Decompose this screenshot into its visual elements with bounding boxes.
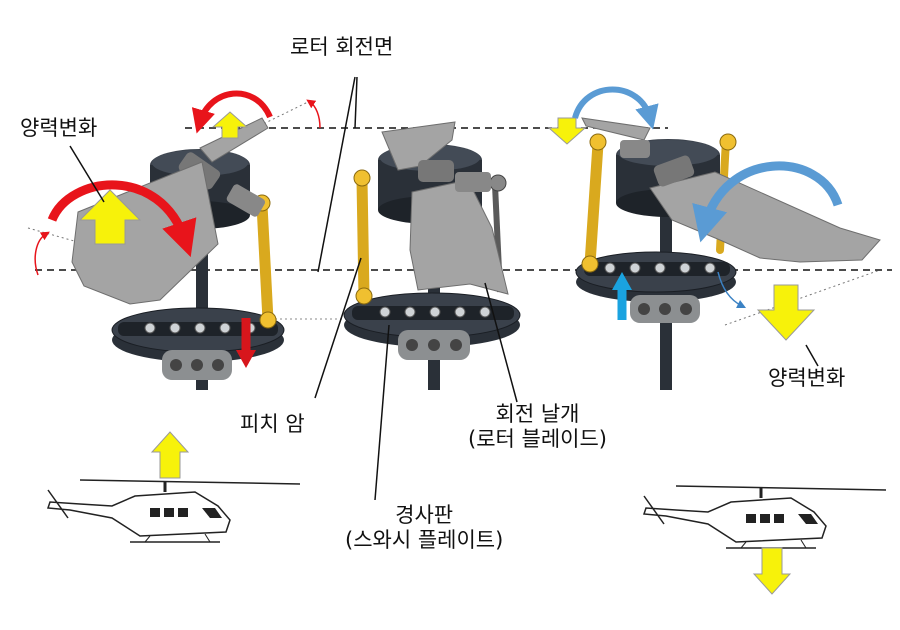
left-rotor-assembly	[71, 117, 285, 390]
lift-arrow-right-small	[547, 117, 587, 145]
label-swashplate-line1: 경사판	[395, 503, 454, 527]
angle-arc-right	[717, 271, 747, 309]
label-swashplate: 경사판 (스와시 플레이트)	[345, 503, 503, 553]
label-lift-change-right: 양력변화	[768, 366, 846, 390]
label-rotor-plane: 로터 회전면	[290, 35, 394, 59]
left-swashplate	[111, 307, 285, 380]
angle-arc-top	[306, 99, 321, 129]
helicopter-left	[46, 431, 301, 543]
helicopter-right-icon	[642, 485, 887, 549]
lift-arrow-left-large	[78, 189, 142, 245]
label-rotor-blade: 회전 날개 (로터 블레이드)	[468, 402, 607, 452]
helicopter-left-up-arrow	[150, 431, 190, 479]
helicopter-left-icon	[46, 479, 301, 543]
angle-arc-left	[34, 231, 50, 276]
label-swashplate-line2: (스와시 플레이트)	[345, 528, 504, 553]
rotation-arrow-left-small	[191, 90, 273, 134]
label-rotor-blade-line2: (로터 블레이드)	[468, 427, 607, 452]
right-rotor-assembly	[575, 117, 881, 390]
helicopter-right-down-arrow	[752, 547, 792, 595]
lift-arrow-left-small	[211, 111, 249, 139]
center-rotor-assembly	[343, 121, 521, 390]
rotation-arrow-right-large	[692, 161, 843, 243]
center-swashplate	[343, 292, 521, 360]
label-lift-change-left: 양력변화	[20, 116, 98, 140]
leader-lines	[69, 76, 819, 501]
label-pitch-arm: 피치 암	[240, 412, 305, 436]
helicopter-right	[642, 485, 887, 595]
label-rotor-blade-line1: 회전 날개	[495, 402, 580, 426]
right-swashplate	[575, 251, 737, 323]
rotation-arrow-right-small	[572, 86, 659, 130]
rotation-arrow-left-large	[47, 180, 197, 258]
lift-arrow-right-large	[756, 284, 816, 341]
